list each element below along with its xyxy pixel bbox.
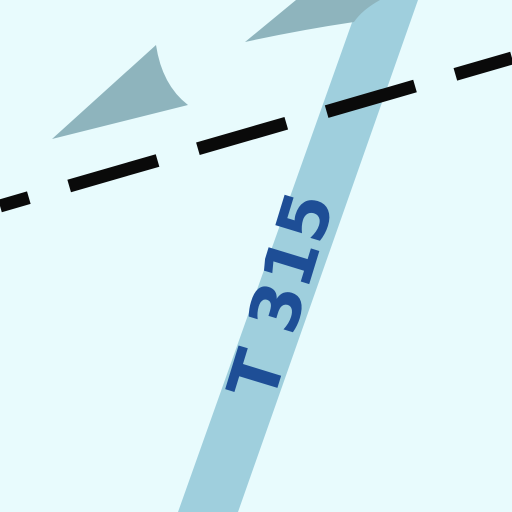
direction-arrow-icon — [245, 0, 380, 42]
dashed-boundary-line — [0, 51, 512, 213]
route-label: T 315 — [213, 183, 351, 409]
direction-arrow-icon — [52, 45, 188, 139]
route-band — [178, 0, 418, 512]
